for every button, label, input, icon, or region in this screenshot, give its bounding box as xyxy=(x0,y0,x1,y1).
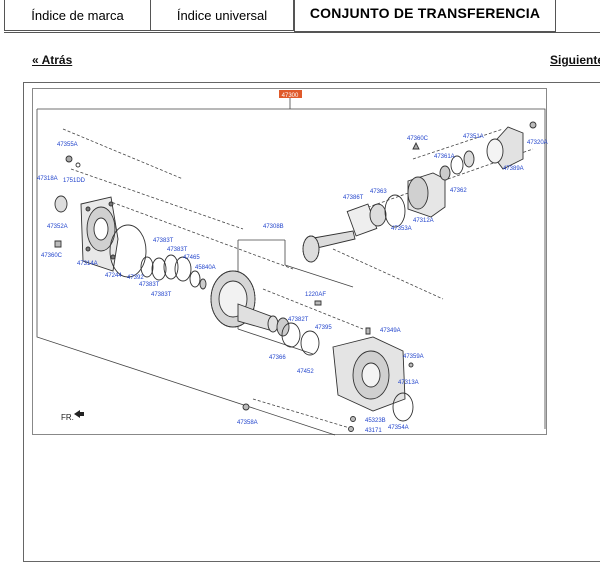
header-divider xyxy=(4,32,600,33)
tab-brand-index[interactable]: Índice de marca xyxy=(4,0,151,31)
callout-label[interactable]: 47389A xyxy=(503,166,524,172)
callout-label[interactable]: 47361A xyxy=(434,154,455,160)
exploded-view: 47300 xyxy=(36,90,548,436)
front-arrow-icon xyxy=(74,410,84,418)
callout-label[interactable]: 47308B xyxy=(263,224,284,230)
callout-label[interactable]: 47366 xyxy=(269,355,286,361)
callout-label[interactable]: 1220AF xyxy=(305,292,326,298)
callout-label[interactable]: 47392 xyxy=(127,275,144,281)
direction-label: FR. xyxy=(61,413,74,422)
callout-labels: 47355A 1751DD 47318A 47352A 47360C 47314… xyxy=(37,134,548,434)
tab-universal-index[interactable]: Índice universal xyxy=(150,0,294,31)
back-link[interactable]: « Atrás xyxy=(32,53,73,67)
callout-label[interactable]: 47349A xyxy=(380,328,401,334)
callout-label[interactable]: 47363 xyxy=(370,189,387,195)
callout-label[interactable]: 47360C xyxy=(407,136,429,142)
callout-label[interactable]: 47383T xyxy=(151,292,172,298)
callout-label[interactable]: 47351A xyxy=(463,134,484,140)
callout-label[interactable]: 47353A xyxy=(391,226,412,232)
left-housing[interactable] xyxy=(80,196,119,272)
callout-label[interactable]: 47355A xyxy=(57,142,78,148)
callout-label[interactable]: 45840A xyxy=(195,265,216,271)
callout-label[interactable]: 45323B xyxy=(365,418,386,424)
callout-label[interactable]: 43171 xyxy=(365,428,382,434)
part-tag-text: 47300 xyxy=(282,93,299,99)
callout-label[interactable]: 47383T xyxy=(153,238,174,244)
drive-pinion[interactable] xyxy=(302,230,356,263)
next-link[interactable]: Siguiente xyxy=(550,53,600,67)
callout-label[interactable]: 47352A xyxy=(47,224,68,230)
pinion-shaft[interactable] xyxy=(237,303,290,337)
callout-label[interactable]: 47244 xyxy=(105,273,122,279)
callout-label[interactable]: 1751DD xyxy=(63,178,86,184)
callout-label[interactable]: 47452 xyxy=(297,369,314,375)
callout-label[interactable]: 47386T xyxy=(343,195,364,201)
callout-label[interactable]: 47312A xyxy=(413,218,434,224)
part-tag-header xyxy=(279,90,302,98)
callout-label[interactable]: 47354A xyxy=(388,425,409,431)
output-housing[interactable] xyxy=(407,150,475,218)
callout-label[interactable]: 47465 xyxy=(183,255,200,261)
callout-label[interactable]: 47314A xyxy=(77,261,98,267)
callout-label[interactable]: 47383T xyxy=(167,247,188,253)
callout-label[interactable]: 47360C xyxy=(41,253,63,259)
callout-label[interactable]: 47395 xyxy=(315,325,332,331)
callout-label[interactable]: 47362 xyxy=(450,188,467,194)
callout-label[interactable]: 47359A xyxy=(403,354,424,360)
callout-label[interactable]: 47358A xyxy=(237,420,258,426)
callout-label[interactable]: 47383T xyxy=(139,282,160,288)
callout-label[interactable]: 47320A xyxy=(527,140,548,146)
callout-label[interactable]: 47313A xyxy=(398,380,419,386)
page-title: CONJUNTO DE TRANSFERENCIA xyxy=(294,0,556,32)
top-bar: Índice de marca Índice universal CONJUNT… xyxy=(0,0,600,32)
callout-label[interactable]: 47318A xyxy=(37,176,58,182)
parts-diagram[interactable]: 47300 xyxy=(32,88,548,436)
transfer-case-housing[interactable] xyxy=(332,336,414,422)
companion-flange[interactable] xyxy=(412,121,537,170)
callout-label[interactable]: 47382T xyxy=(288,317,309,323)
